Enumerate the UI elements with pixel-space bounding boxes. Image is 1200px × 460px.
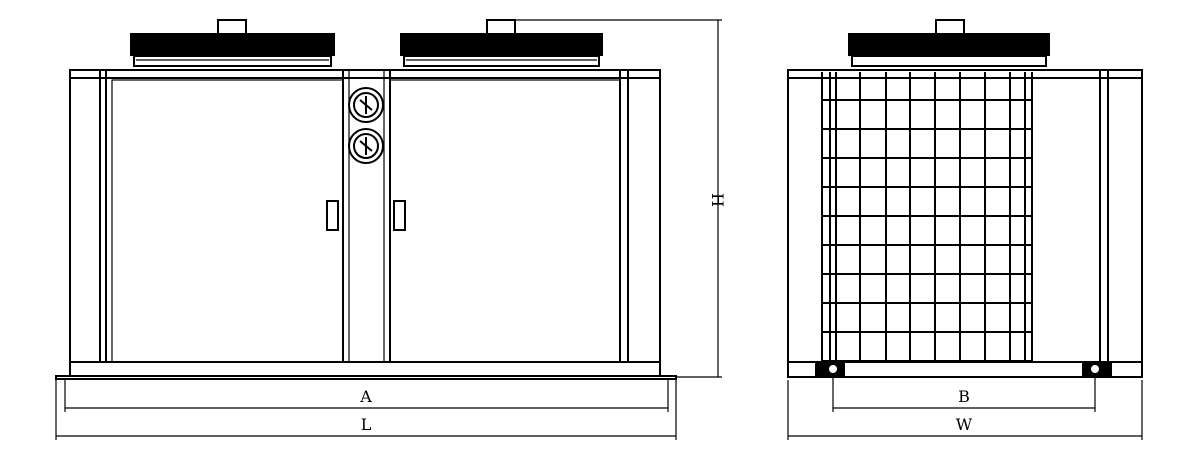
dimension-label-l: L — [361, 415, 372, 434]
door-handle-right — [393, 200, 406, 231]
door-left — [111, 79, 344, 363]
door-handle-left — [326, 200, 339, 231]
pressure-gauge-icon — [348, 87, 384, 164]
fan-side — [848, 19, 1050, 67]
coil-guard-grid — [821, 72, 1033, 362]
mounting-foot-icon — [815, 362, 1112, 377]
side-view: B W — [787, 19, 1143, 440]
dimension-label-w: W — [956, 415, 973, 434]
dimension-lines-side — [787, 375, 1143, 440]
dimension-label-a: A — [359, 387, 372, 406]
front-view: A L H — [55, 19, 727, 440]
dimension-lines — [55, 19, 722, 440]
fan-right — [400, 19, 603, 67]
dimension-label-h: H — [708, 193, 727, 207]
dimension-label-b: B — [958, 387, 970, 406]
fan-left — [130, 19, 335, 67]
door-right — [389, 79, 621, 363]
